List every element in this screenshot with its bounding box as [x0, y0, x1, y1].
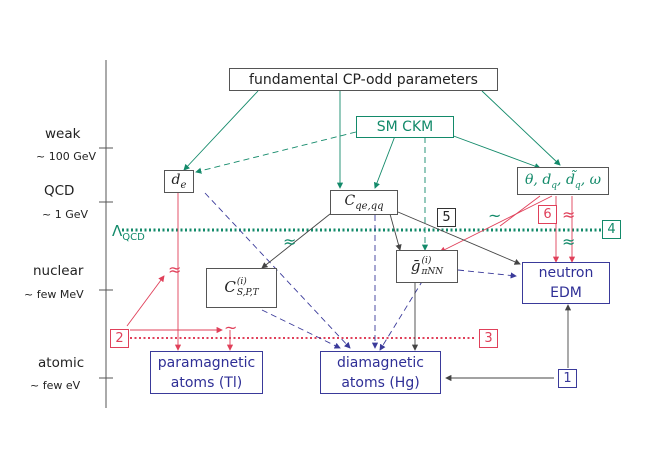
- csp-label: C(i)S,P,T: [224, 277, 259, 298]
- paramagnetic-atoms-line1: paramagnetic: [157, 354, 256, 371]
- qcd-energy-label: ~ 1 GeV: [42, 208, 89, 221]
- neutron-edm-box: neutron EDM: [522, 262, 610, 304]
- paramagnetic-atoms-line2: atoms (Tl): [170, 374, 243, 391]
- approx-symbol-qcd: ≈: [283, 232, 297, 251]
- tilde-symbol-qcd: ~: [488, 206, 502, 225]
- approx-symbol-theta-green: ≈: [562, 232, 576, 251]
- tilde-symbol-atomic: ~: [224, 318, 238, 337]
- paramagnetic-atoms-box: paramagnetic atoms (Tl): [150, 351, 263, 394]
- csp-box: C(i)S,P,T: [206, 268, 277, 308]
- weak-energy-label: ~ 100 GeV: [36, 150, 97, 163]
- sm-ckm-box: SM CKM: [356, 116, 454, 138]
- approx-symbol-theta-red: ≈: [562, 205, 576, 224]
- dark-arrows: [261, 211, 572, 382]
- electron-edm-label: de: [171, 172, 187, 191]
- four-fermion-box: Cqe,qq: [330, 190, 398, 215]
- diamagnetic-atoms-line2: atoms (Hg): [341, 374, 420, 391]
- scale-axis: [99, 60, 113, 408]
- weak-scale-label: weak: [45, 126, 81, 142]
- electron-edm-box: de: [164, 170, 194, 193]
- pion-nucleon-box: ḡ(i)πNN: [396, 250, 458, 283]
- marker-5: 5: [437, 208, 456, 227]
- four-fermion-label: Cqe,qq: [344, 193, 384, 212]
- approx-symbol-electron: ≈: [168, 260, 182, 279]
- atomic-scale-label: atomic: [38, 355, 85, 371]
- sm-ckm-label: SM CKM: [376, 119, 434, 135]
- green-arrows: [183, 90, 561, 251]
- red-arrows: [126, 192, 576, 351]
- marker-6: 6: [538, 205, 557, 224]
- nuclear-scale-label: nuclear: [33, 263, 84, 279]
- qcd-scale-label: QCD: [44, 183, 75, 199]
- marker-1: 1: [558, 369, 577, 388]
- diamagnetic-atoms-box: diamagnetic atoms (Hg): [320, 351, 441, 394]
- marker-2: 2: [110, 329, 129, 348]
- qcd-parameters-label: θ, dq, d̃q, ω: [524, 171, 602, 191]
- neutron-edm-line2: EDM: [550, 285, 582, 301]
- marker-4: 4: [602, 220, 621, 239]
- qcd-parameters-box: θ, dq, d̃q, ω: [517, 167, 609, 195]
- neutron-edm-line1: neutron: [538, 265, 594, 281]
- lambda-qcd-label: ΛQCD: [112, 222, 145, 243]
- diamagnetic-atoms-line1: diamagnetic: [336, 354, 425, 371]
- blue-arrows: [204, 192, 517, 351]
- nuclear-energy-label: ~ few MeV: [24, 288, 84, 301]
- pion-nucleon-label: ḡ(i)πNN: [410, 255, 444, 277]
- atomic-energy-label: ~ few eV: [30, 379, 81, 392]
- fundamental-parameters-box: fundamental CP-odd parameters: [229, 68, 498, 91]
- marker-3: 3: [479, 329, 498, 348]
- fundamental-parameters-label: fundamental CP-odd parameters: [249, 71, 478, 88]
